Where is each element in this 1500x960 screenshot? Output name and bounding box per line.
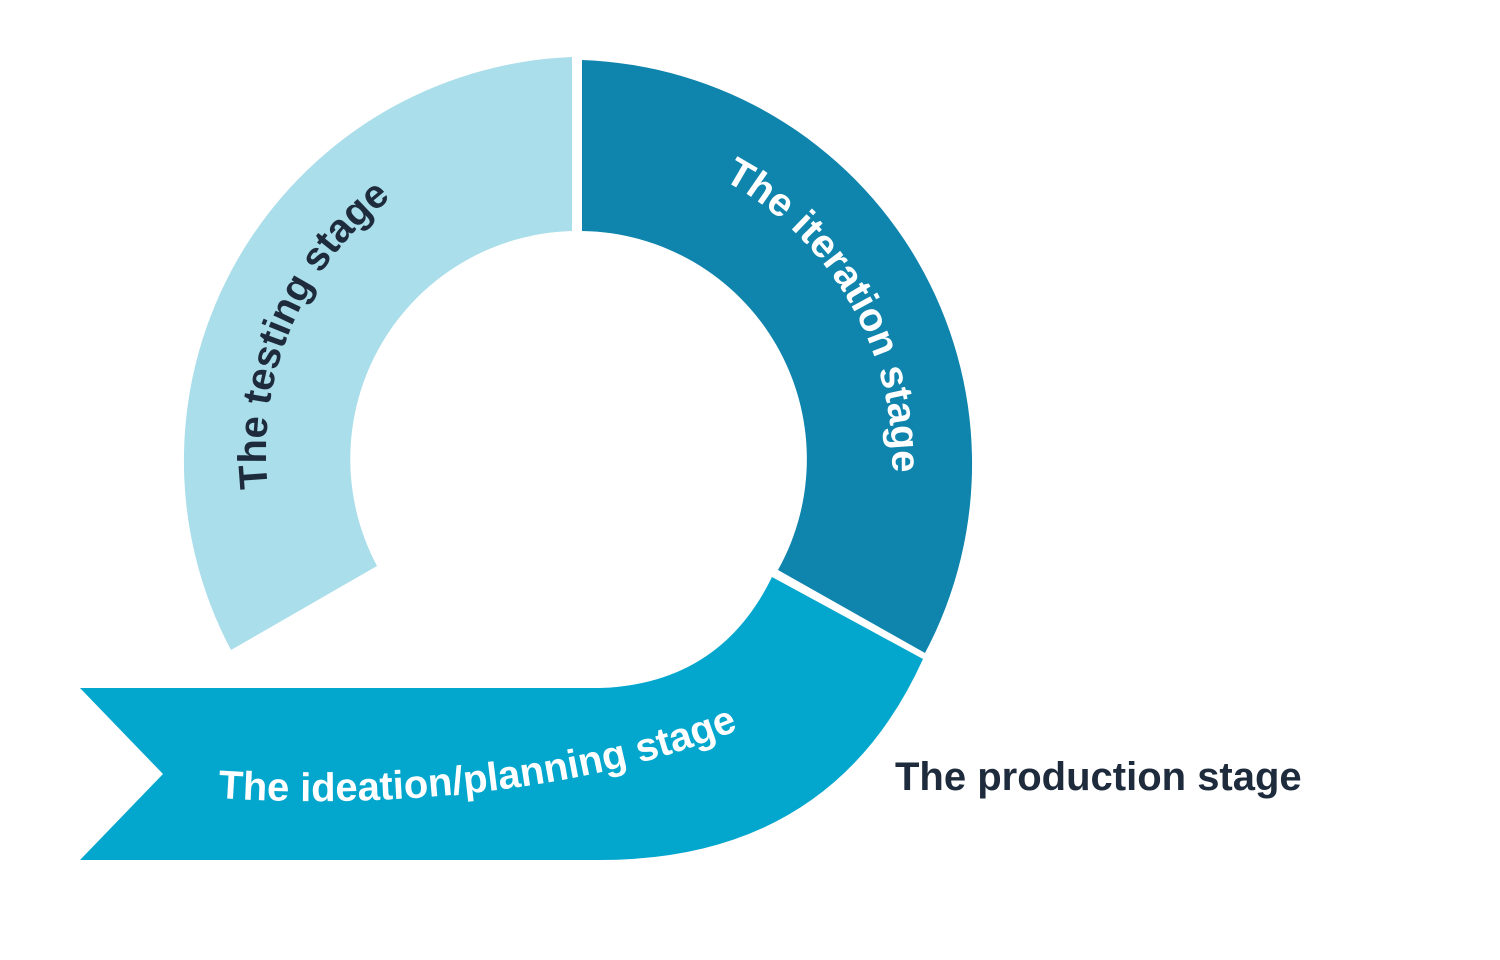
testing-stage-segment (183, 57, 572, 650)
ideation-stage-banner (80, 577, 923, 860)
iteration-stage-segment (582, 60, 973, 653)
production-stage-label: The production stage (895, 755, 1302, 799)
